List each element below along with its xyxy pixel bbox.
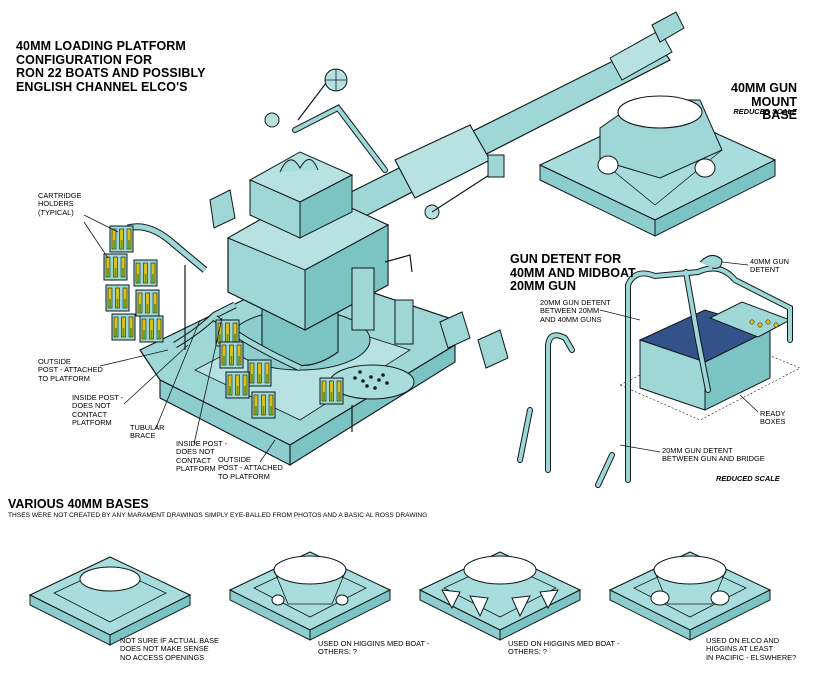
- label-line: 20MM GUN DETENT: [662, 446, 733, 455]
- label-outside-post-2: OUTSIDE POST - ATTACHED TO PLATFORM: [218, 455, 283, 481]
- label-line: BETWEEN GUN AND BRIDGE: [662, 454, 765, 464]
- detent-scale: REDUCED SCALE: [716, 474, 780, 483]
- detent-illustration: [517, 255, 801, 488]
- base-note-4: USED ON ELCO AND HIGGINS AT LEAST IN PAC…: [706, 636, 797, 662]
- label-line: CONTACT: [176, 455, 212, 465]
- label-inside-post-2: INSIDE POST - DOES NOT CONTACT PLATFORM: [176, 439, 228, 473]
- label-line: 20MM GUN DETENT: [540, 298, 611, 307]
- label-line: TUBULAR: [130, 423, 165, 432]
- label-line: BOXES: [760, 417, 786, 427]
- base-variant-4: [609, 551, 771, 641]
- label-line: READY: [760, 409, 786, 418]
- label-line: 40MM GUN: [750, 257, 790, 266]
- page-title-line: 40MM LOADING PLATFORM: [16, 39, 186, 53]
- label-line: PLATFORM: [176, 463, 216, 473]
- label-line: PLATFORM: [72, 417, 112, 427]
- note-line: DOES NOT MAKE SENSE: [120, 644, 209, 654]
- label-outside-post-1: OUTSIDE POST - ATTACHED TO PLATFORM: [38, 357, 103, 383]
- note-line: HIGGINS AT LEAST: [706, 644, 774, 654]
- label-line: INSIDE POST -: [176, 439, 228, 448]
- mount-base-illustration: [538, 95, 777, 237]
- note-line: USED ON ELCO AND: [706, 636, 780, 645]
- page-title-line: ENGLISH CHANNEL ELCO'S: [16, 79, 188, 94]
- label-line: HOLDERS: [38, 199, 74, 209]
- label-line: OUTSIDE: [38, 357, 71, 366]
- note-line: OTHERS: ?: [318, 647, 358, 657]
- page-title-line: CONFIGURATION FOR: [16, 52, 153, 67]
- mount-base-title-line: 40MM GUN: [731, 81, 797, 95]
- label-line: DOES NOT: [72, 401, 111, 411]
- note-line: NOT SURE IF ACTUAL BASE: [120, 636, 219, 645]
- base-note-3: USED ON HIGGINS MED BOAT - OTHERS: ?: [508, 639, 620, 657]
- label-line: (TYPICAL): [38, 207, 74, 217]
- detent-title-line: 20MM GUN: [510, 279, 576, 293]
- label-40mm-gun-detent: 40MM GUN DETENT: [750, 257, 790, 275]
- base-variant-2: [229, 551, 391, 641]
- note-line: IN PACIFIC - ELSWHERE?: [706, 652, 797, 662]
- label-line: OUTSIDE: [218, 455, 251, 464]
- base-note-2: USED ON HIGGINS MED BOAT - OTHERS: ?: [318, 639, 430, 657]
- note-line: NO ACCESS OPENINGS: [120, 652, 205, 662]
- label-20mm-40mm-detent: 20MM GUN DETENT BETWEEN 20MM AND 40MM GU…: [540, 298, 611, 324]
- page-title-line: RON 22 BOATS AND POSSIBLY: [16, 66, 206, 80]
- label-line: CONTACT: [72, 409, 108, 419]
- mount-base-title-line: MOUNT BASE: [751, 94, 797, 122]
- note-line: USED ON HIGGINS MED BOAT -: [318, 639, 430, 648]
- label-20mm-bridge-detent: 20MM GUN DETENT BETWEEN GUN AND BRIDGE: [662, 446, 765, 464]
- label-line: POST - ATTACHED: [38, 365, 103, 375]
- label-line: BETWEEN 20MM: [540, 306, 600, 316]
- label-line: DETENT: [750, 265, 780, 275]
- note-line: OTHERS: ?: [508, 647, 548, 657]
- label-ready-boxes: READY BOXES: [760, 409, 786, 427]
- label-tubular-brace: TUBULAR BRACE: [130, 423, 165, 441]
- label-inside-post-1: INSIDE POST - DOES NOT CONTACT PLATFORM: [72, 393, 124, 427]
- mount-base-title: 40MM GUN MOUNT BASE: [715, 81, 797, 123]
- various-bases-title: VARIOUS 40MM BASES: [8, 497, 149, 511]
- label-line: POST - ATTACHED: [218, 463, 283, 473]
- note-line: USED ON HIGGINS MED BOAT -: [508, 639, 620, 648]
- mount-base-scale: REDUCED SCALE: [733, 107, 797, 116]
- detent-title-line: 40MM AND MIDBOAT: [510, 265, 636, 280]
- label-line: TO PLATFORM: [218, 471, 270, 481]
- base-variant-3: [419, 551, 581, 641]
- label-line: TO PLATFORM: [38, 373, 90, 383]
- label-line: CARTRIDGE: [38, 191, 82, 200]
- label-line: DOES NOT: [176, 447, 215, 457]
- base-note-1: NOT SURE IF ACTUAL BASE DOES NOT MAKE SE…: [120, 636, 219, 662]
- detent-title-line: GUN DETENT FOR: [510, 252, 622, 266]
- detent-title: GUN DETENT FOR 40MM AND MIDBOAT 20MM GUN: [510, 252, 636, 294]
- gun-illustration: [83, 11, 685, 466]
- label-cartridge-holders: CARTRIDGE HOLDERS (TYPICAL): [38, 191, 82, 217]
- page-title: 40MM LOADING PLATFORM CONFIGURATION FOR …: [16, 39, 206, 94]
- label-line: BRACE: [130, 431, 156, 441]
- label-line: INSIDE POST -: [72, 393, 124, 402]
- various-bases-subtitle: THSES WERE NOT CREATED BY ANY MARAMENT D…: [8, 512, 428, 519]
- label-line: AND 40MM GUNS: [540, 314, 602, 324]
- base-variant-1: [29, 556, 191, 646]
